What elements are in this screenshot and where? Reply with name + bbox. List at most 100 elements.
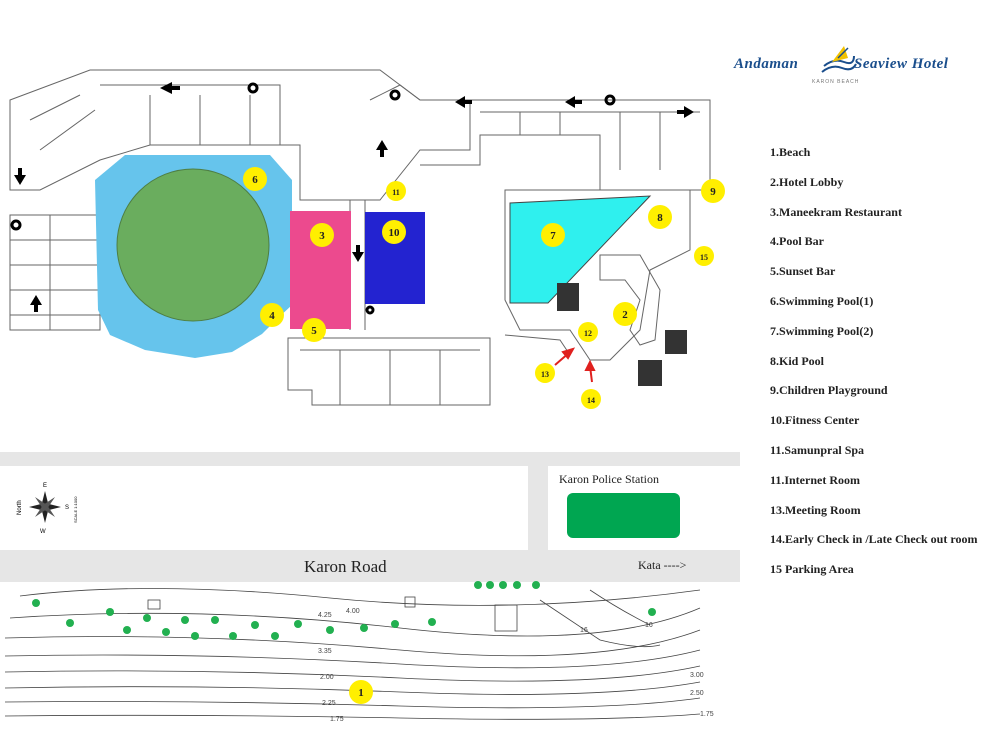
- marker-label: 2: [622, 309, 628, 321]
- brand-name-right: Seaview Hotel: [854, 56, 949, 72]
- marker-label: 15: [700, 253, 708, 262]
- kata-direction-label: Kata ---->: [638, 558, 687, 572]
- marker-label: 1: [358, 687, 364, 699]
- karon-road: [0, 550, 740, 582]
- marker-circle: [694, 246, 714, 266]
- tree-icon: [532, 581, 540, 589]
- legend-item: 13.Meeting Room: [770, 502, 861, 517]
- brand-name-left: Andaman: [734, 56, 799, 72]
- marker-circle: [260, 303, 284, 327]
- legend-item: 4.Pool Bar: [770, 234, 824, 249]
- legend-item: 7.Swimming Pool(2): [770, 323, 874, 338]
- contour-label: 16: [580, 627, 588, 634]
- tree-icon: [391, 620, 399, 628]
- contour-label: 3.35: [318, 648, 332, 655]
- contour-label: 2.00: [320, 674, 334, 681]
- tree-icon: [211, 616, 219, 624]
- legend-item: 5.Sunset Bar: [770, 264, 836, 279]
- side-road-band: [528, 466, 548, 550]
- legend-item: 11.Samunpral Spa: [770, 443, 865, 457]
- legend-item: 11.Internet Room: [770, 472, 860, 487]
- marker-label: 5: [311, 325, 317, 337]
- legend-item: 15 Parking Area: [770, 562, 854, 577]
- marker-circle: [302, 318, 326, 342]
- tree-icon: [106, 608, 114, 616]
- walkway-arrows: [14, 82, 694, 312]
- brand-subtitle: KARON BEACH: [812, 79, 860, 85]
- marker-circle: [613, 302, 637, 326]
- compass-rose: North E W S SCALE 1:1000: [17, 483, 78, 535]
- compass-s: S: [65, 505, 69, 511]
- lobby-stairs: [557, 283, 687, 386]
- compass-scale: SCALE 1:1000: [73, 496, 78, 523]
- tree-icon: [648, 608, 656, 616]
- marker-circle: [541, 223, 565, 247]
- marker-label: 14: [587, 396, 595, 405]
- marker-circle: [349, 680, 373, 704]
- police-station: [567, 493, 680, 538]
- tree-icon: [162, 628, 170, 636]
- tree-icon: [123, 626, 131, 634]
- tree-icon: [66, 619, 74, 627]
- legend-item: 3.Maneekram Restaurant: [770, 204, 902, 219]
- wave-logo-icon: [821, 46, 857, 73]
- tree-icon: [229, 632, 237, 640]
- marker-circle: [386, 181, 406, 201]
- contour-label: 4.00: [346, 608, 360, 615]
- compass-e: E: [43, 483, 47, 489]
- marker-label: 13: [541, 370, 549, 379]
- legend-item: 1.Beach: [770, 145, 811, 159]
- marker-circle: [648, 205, 672, 229]
- contour-label: 1.75: [330, 716, 344, 723]
- marker-circle: [310, 223, 334, 247]
- tree-icon: [143, 614, 151, 622]
- tree-icon: [499, 581, 507, 589]
- trees: [32, 581, 656, 640]
- swimming-pool-2: [509, 195, 652, 304]
- tree-icon: [326, 626, 334, 634]
- compass-w: W: [40, 529, 46, 535]
- marker-circle: [581, 389, 601, 409]
- contour-labels: 1.75 2.00 2.25 2.50 3.00 3.35 4.25 4.00 …: [318, 608, 704, 723]
- central-lawn: [116, 168, 270, 322]
- legend-item: 8.Kid Pool: [770, 353, 825, 368]
- elevator-markers: [10, 82, 616, 315]
- tree-icon: [360, 624, 368, 632]
- legend-item: 6.Swimming Pool(1): [770, 294, 874, 308]
- tree-icon: [251, 621, 259, 629]
- contour-label: 4.25: [318, 612, 332, 619]
- legend-item: 9.Children Playground: [770, 383, 888, 398]
- marker-label: 8: [657, 212, 663, 224]
- marker-circle: [535, 363, 555, 383]
- hotel-logo: Andaman Seaview Hotel KARON BEACH: [734, 46, 964, 92]
- legend-item: 10.Fitness Center: [770, 413, 860, 428]
- contour-label: 3.00: [690, 672, 704, 679]
- tree-icon: [271, 632, 279, 640]
- compass-north: North: [17, 500, 23, 515]
- police-station-label: Karon Police Station: [559, 472, 659, 486]
- marker-circle: [382, 220, 406, 244]
- beach-contours: [4, 588, 701, 720]
- resort-map: North E W S SCALE 1:1000 1.75 2.00 2.25 …: [0, 69, 740, 723]
- tree-icon: [513, 581, 521, 589]
- marker-label: 7: [550, 230, 556, 242]
- tree-icon: [191, 632, 199, 640]
- marker-label: 12: [584, 329, 592, 338]
- tree-icon: [428, 618, 436, 626]
- tree-icon: [474, 581, 482, 589]
- tree-icon: [32, 599, 40, 607]
- marker-circle: [578, 322, 598, 342]
- marker-label: 11: [392, 188, 400, 197]
- marker-label: 6: [252, 174, 258, 186]
- entrance-arrows: [554, 347, 596, 383]
- marker-label: 3: [319, 230, 325, 242]
- contour-label: 1.75: [700, 711, 714, 718]
- marker-label: 9: [710, 186, 716, 198]
- tree-icon: [486, 581, 494, 589]
- tree-icon: [294, 620, 302, 628]
- contour-label: 2.25: [322, 700, 336, 707]
- legend-item: 14.Early Check in /Late Check out room: [770, 532, 978, 547]
- marker-label: 4: [269, 310, 275, 322]
- tree-icon: [181, 616, 189, 624]
